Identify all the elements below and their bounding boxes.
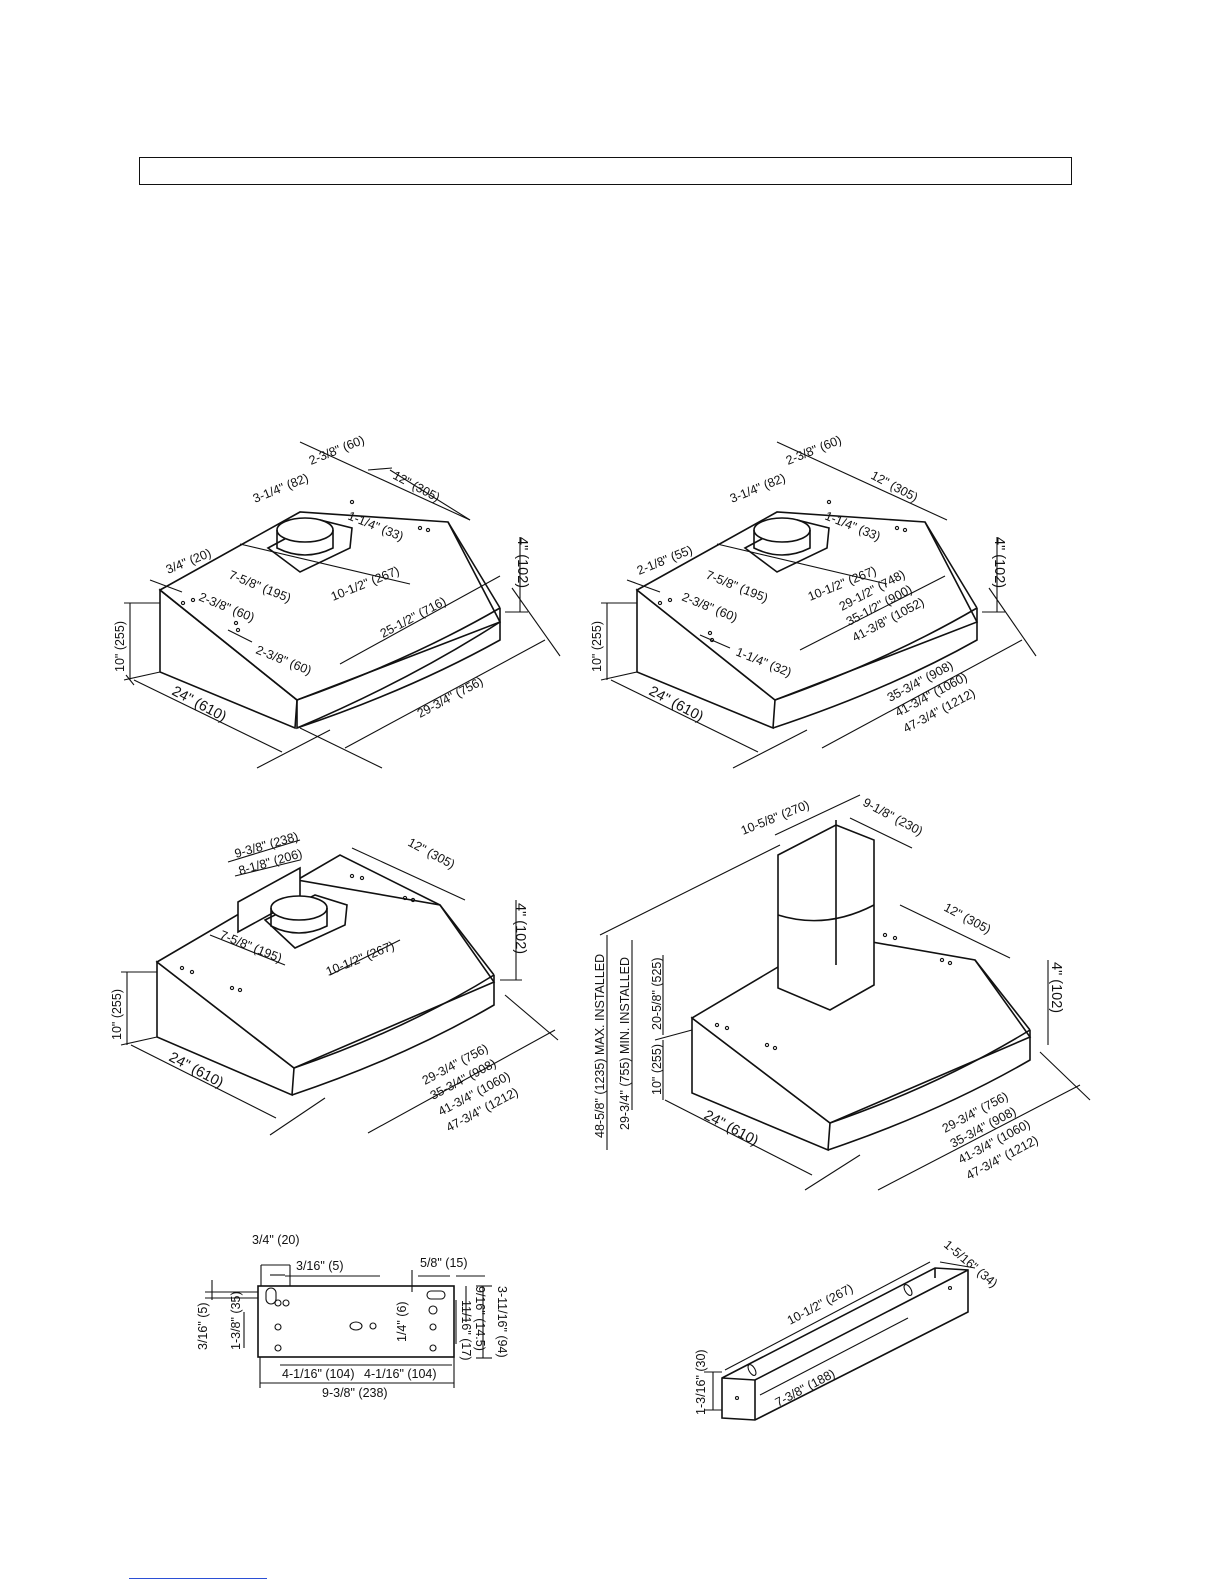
- bracket-plate-dim-4: 3-11/16" (94): [495, 1286, 509, 1358]
- hood-d-dim-8: 4" (102): [1048, 962, 1064, 1013]
- bracket-plate-dim-10: 4-1/16" (104): [282, 1367, 355, 1381]
- hood-b-dim-14: 10" (255): [590, 621, 604, 672]
- bracket-plate-dim-11: 4-1/16" (104): [364, 1367, 437, 1381]
- hood-d-dim-3: 12" (305): [942, 900, 994, 936]
- hood-b-dim-3: 3-1/4" (82): [728, 471, 788, 506]
- bracket-plate-dim-5: 9/16" (14.5): [473, 1286, 487, 1351]
- hood-c-drawing: 9-3/8" (238) 8-1/8" (206) 12" (305) 7-5/…: [110, 829, 559, 1136]
- bracket-plate-dim-7: 1/4" (6): [395, 1301, 409, 1342]
- bracket-plate-dim-2: 3/16" (5): [296, 1259, 344, 1273]
- hood-d-dim-7: 10" (255): [650, 1044, 664, 1095]
- hood-a-dim-3: 3-1/4" (82): [251, 471, 311, 506]
- bracket-plate-dim-8: 3/16" (5): [196, 1302, 210, 1350]
- hood-d-dim-1: 10-5/8" (270): [739, 798, 812, 838]
- bracket-plate-dim-12: 9-3/8" (238): [322, 1386, 388, 1400]
- hood-b-drawing: 2-3/8" (60) 12" (305) 3-1/4" (82) 1-1/4"…: [590, 433, 1037, 769]
- hood-b-dim-13: 4" (102): [991, 537, 1007, 588]
- bracket-plate-dim-6: 11/16" (17): [459, 1300, 473, 1361]
- hood-d-dim-5: 29-3/4" (755) MIN. INSTALLED: [618, 957, 632, 1130]
- hood-c-dim-7: 10" (255): [110, 989, 124, 1040]
- hood-a-drawing: 2-3/8" (60) 12" (305) 3-1/4" (82) 1-1/4"…: [113, 433, 561, 769]
- title-box: [139, 157, 1072, 185]
- bracket-plate-dim-1: 3/4" (20): [252, 1233, 300, 1247]
- hood-d-dim-4: 48-5/8" (1235) MAX. INSTALLED: [593, 954, 607, 1138]
- footer-link-underline[interactable]: [129, 1578, 267, 1579]
- hood-a-dim-12: 10" (255): [113, 621, 127, 672]
- hood-a-dim-14: 29-3/4" (756): [415, 674, 486, 720]
- bracket-angle-drawing: 1-3/16" (30) 10-1/2" (267) 7-3/8" (188) …: [694, 1238, 1000, 1421]
- hood-d-dim-2: 9-1/8" (230): [861, 795, 925, 838]
- hood-a-dim-2: 12" (305): [391, 468, 443, 504]
- bracket-plate-dim-9: 1-3/8" (35): [229, 1291, 243, 1350]
- hood-c-dim-6: 4" (102): [512, 903, 528, 954]
- bracket-plate-dim-3: 5/8" (15): [420, 1256, 468, 1270]
- hood-a-dim-13: 24" (610): [169, 683, 229, 725]
- hood-b-dim-15: 24" (610): [646, 683, 706, 725]
- hood-b-dim-1: 2-3/8" (60): [784, 433, 844, 468]
- bracket-plate-drawing: 3/4" (20) 3/16" (5) 5/8" (15) 3-11/16" (…: [196, 1233, 509, 1400]
- bracket-angle-dim-1: 1-3/16" (30): [694, 1349, 708, 1415]
- hood-b-dim-2: 12" (305): [869, 468, 921, 504]
- hood-a-dim-1: 2-3/8" (60): [307, 433, 367, 468]
- hood-c-dim-8: 24" (610): [166, 1049, 226, 1091]
- hood-c-dim-3: 12" (305): [406, 835, 458, 871]
- hood-d-drawing: 10-5/8" (270) 9-1/8" (230) 12" (305) 48-…: [593, 794, 1091, 1191]
- hood-d-dim-6: 20-5/8" (525): [650, 957, 664, 1030]
- hood-a-dim-11: 4" (102): [514, 537, 530, 588]
- hood-d-dim-9: 24" (610): [701, 1107, 761, 1149]
